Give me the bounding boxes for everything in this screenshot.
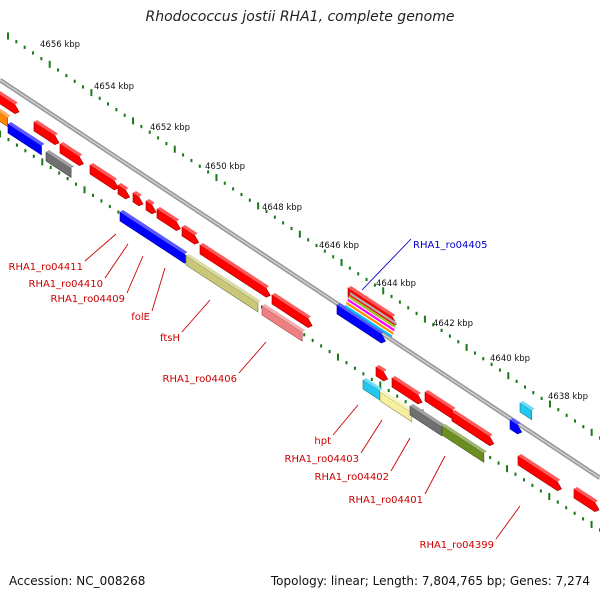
ruler-label: 4652 kbp [150,123,190,133]
gene-arrow-top [182,225,198,236]
gene-arrow [517,455,562,492]
gene-arrow-top [518,454,561,482]
gene-box-top [46,150,75,169]
gene-arrow-top [425,390,456,411]
gene-arrow [89,164,119,191]
gene-arrow-top [146,199,155,205]
gene-box-top [410,404,445,427]
gene-arrow [336,304,386,344]
gene-label: ftsH [160,333,180,344]
gene-arrow-top [120,210,188,255]
label-leader-line [238,341,267,374]
gene-arrow-top [574,487,598,503]
ruler-label: 4638 kbp [548,392,588,402]
gene-label: RHA1_ro04402 [315,472,390,483]
label-leader-line [495,505,521,540]
labels: 4656 kbp 4654 kbp 4652 kbp 4650 kbp 4648 kbp… [9,40,589,551]
gene-arrow [375,366,389,382]
gene-arrow-top [60,142,83,157]
ruler-label: 4646 kbp [319,241,359,251]
gene-box [379,391,413,423]
gene-arrow-top [392,376,421,395]
label-leader-lines [84,233,521,540]
gene-label: folE [131,312,150,323]
label-leader-line [361,238,412,291]
gene-arrow-top [133,191,142,197]
label-leader-line [104,243,129,279]
ruler-label: 4656 kbp [40,40,80,50]
gene-arrow [33,121,60,146]
gene-arrow-top [200,243,270,289]
label-leader-line [151,267,166,312]
genome-backbone [0,78,600,480]
gene-label: RHA1_ro04411 [9,262,84,273]
gene-arrow-top [90,163,118,181]
gene-box [261,305,303,342]
ruler-label: 4648 kbp [262,203,302,213]
gene-arrow-top [510,418,521,425]
gene-label: RHA1_ro04405 [413,240,488,251]
map-title: Rhodococcus jostii RHA1, complete genome [145,9,455,25]
gene-arrow-top [157,207,180,222]
label-leader-line [360,419,383,454]
ruler-label: 4640 kbp [490,354,530,364]
gene-stripe [347,298,395,332]
gene-arrow-top [118,183,129,190]
accession-text: Accession: NC_008268 [9,574,146,588]
ruler-label: 4650 kbp [205,162,245,172]
gene-arrow [271,294,313,328]
gene-features [0,90,600,513]
gene-arrow-top [272,293,311,319]
gene-box-top [380,390,415,413]
gene-box-top [442,424,487,454]
backbone-highlight [0,79,600,479]
gene-arrow-top [8,122,45,146]
gene-label: RHA1_ro04410 [29,279,104,290]
gene-box-top [520,401,535,411]
gene-box-top [186,254,261,304]
gene-arrow-top [337,303,385,334]
gene-arrow [117,184,131,200]
gene-arrow-top [348,286,396,317]
gene-label: RHA1_ro04409 [51,294,126,305]
gene-box-top [363,378,383,391]
label-leader-line [424,455,446,495]
gene-stripe [345,304,393,339]
gene-label: RHA1_ro04399 [420,540,495,551]
gene-box-top [262,304,306,333]
gene-stripe [348,295,396,329]
gene-arrow [59,143,84,166]
gene-arrow-top [452,410,493,437]
gene-arrow-top [376,365,387,372]
gene-arrow-top [0,90,18,105]
label-leader-line [390,437,411,472]
gene-stripe [346,301,394,335]
gene-box-top [0,108,11,118]
ruler-label: 4654 kbp [94,82,134,92]
gene-label: hpt [314,436,331,447]
gene-label: RHA1_ro04401 [349,495,424,506]
gene-label: RHA1_ro04406 [163,374,238,385]
gene-label: RHA1_ro04403 [285,454,360,465]
ruler-label: 4642 kbp [433,319,473,329]
gene-arrow-top [34,120,58,136]
label-leader-line [181,299,211,333]
label-leader-line [126,255,144,294]
gene-stripe [350,292,397,326]
label-leader-line [332,404,359,436]
gene-box [441,425,485,463]
ruler-label: 4644 kbp [376,279,416,289]
label-leader-line [84,233,117,262]
genome-summary-text: Topology: linear; Length: 7,804,765 bp; … [270,574,590,588]
